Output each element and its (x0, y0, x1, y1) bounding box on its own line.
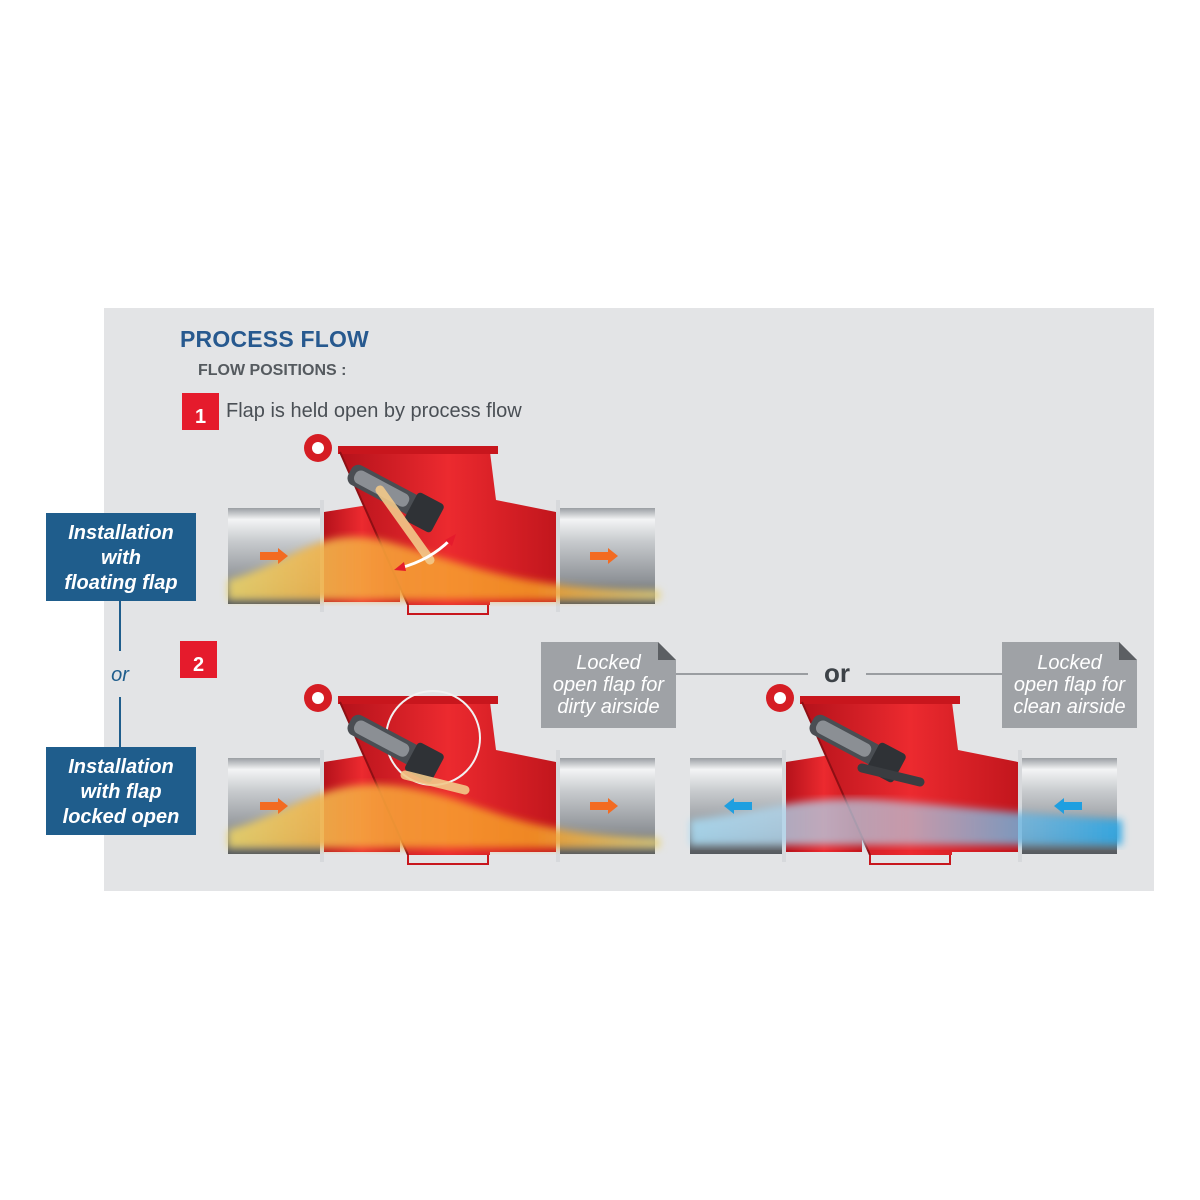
position-2-badge: 2 (180, 641, 217, 678)
note-clean-airside: Locked open flap for clean airside (1002, 642, 1137, 728)
variant-or-label: or (824, 658, 850, 688)
installation-floating-flap-box: Installation with floating flap (46, 513, 196, 601)
page-title: PROCESS FLOW (180, 326, 369, 352)
valve-2-clean-airside (690, 684, 1122, 865)
installation-floating-line-1: Installation (68, 522, 174, 544)
note-clean-line-3: clean airside (1013, 696, 1126, 718)
installation-locked-line-3: locked open (62, 806, 180, 828)
note-dirty-line-2: open flap for (552, 674, 665, 696)
valve-1-floating-flap (228, 434, 660, 615)
folded-note-shape (541, 642, 676, 728)
position-1-badge: 1 (182, 393, 219, 430)
installation-floating-line-3: floating flap (64, 572, 178, 594)
installation-locked-open-box: Installation with flap locked open (46, 747, 196, 835)
connector-line-top (119, 601, 121, 651)
or-connector-left (676, 673, 808, 675)
note-clean-line-1: Locked (1037, 652, 1102, 674)
flow-positions-subtitle: FLOW POSITIONS : (198, 362, 347, 379)
note-clean-line-2: open flap for (1013, 674, 1126, 696)
folded-note-shape (1002, 642, 1137, 728)
left-arrow-icon (724, 798, 752, 814)
clean-flow (690, 799, 1122, 845)
installation-locked-line-2: with flap (80, 781, 162, 803)
installation-floating-line-2: with (101, 547, 141, 569)
right-arrow-icon (590, 548, 618, 564)
note-dirty-line-1: Locked (576, 652, 641, 674)
connector-line-bottom (119, 697, 121, 747)
left-arrow-icon (1054, 798, 1082, 814)
installation-or-label: or (111, 664, 129, 686)
dirty-flow (228, 537, 660, 600)
valve-2-dirty-airside (228, 684, 660, 865)
position-1-label: Flap is held open by process flow (226, 400, 522, 422)
note-dirty-airside: Locked open flap for dirty airside (541, 642, 676, 728)
or-connector-right (866, 673, 1002, 675)
right-arrow-icon (590, 798, 618, 814)
installation-locked-line-1: Installation (68, 756, 174, 778)
right-arrow-icon (260, 798, 288, 814)
note-dirty-line-3: dirty airside (557, 696, 660, 718)
right-arrow-icon (260, 548, 288, 564)
